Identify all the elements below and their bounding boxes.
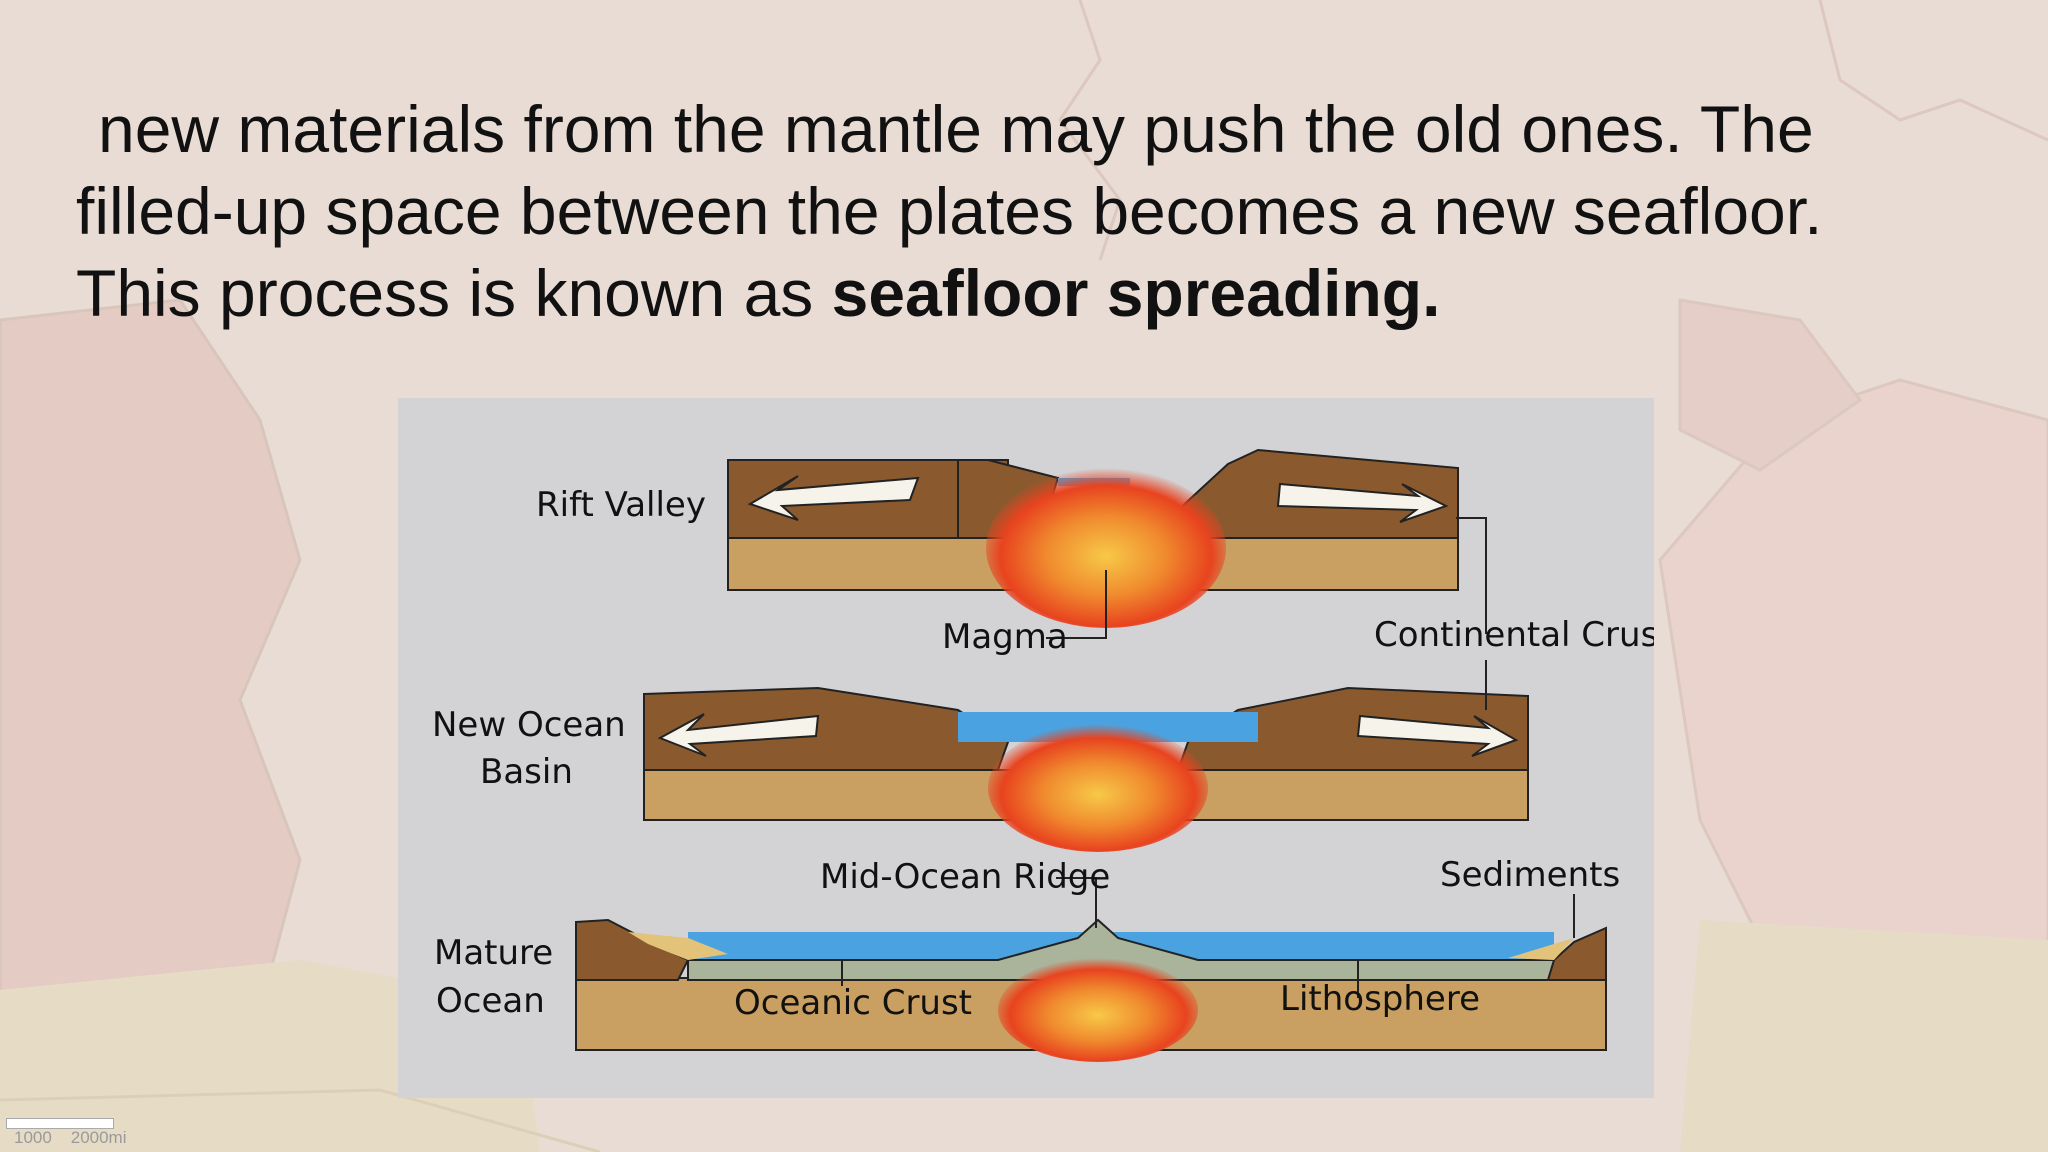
intro-text: new materials from the mantle may push t… (76, 88, 1976, 334)
rift-valley-arrow-right (1276, 482, 1449, 523)
label-rift-valley: Rift Valley (536, 485, 706, 525)
mature-ocean-section (575, 918, 1607, 1062)
map-scale-text: 1000 2000mi (14, 1128, 127, 1148)
intro-line-3-prefix: This process is known as (76, 256, 832, 330)
new-ocean-basin-section (643, 686, 1529, 852)
new-ocean-arrow-left (657, 713, 820, 757)
mature-ocean-sediment-right (1508, 938, 1574, 960)
label-oceanic-crust: Oceanic Crust (734, 983, 972, 1023)
label-lithosphere: Lithosphere (1280, 979, 1480, 1019)
leader-lines (841, 517, 1575, 998)
magma-leader (1046, 570, 1107, 639)
map-scale-1000: 1000 (14, 1128, 52, 1147)
new-ocean-arrow-right (1356, 714, 1519, 757)
intro-line-2: filled-up space between the plates becom… (76, 174, 1823, 248)
mature-ocean-sediment-left (628, 932, 728, 960)
rift-valley-section (727, 448, 1459, 628)
intro-line-1: new materials from the mantle may push t… (98, 92, 1814, 166)
label-mature-1: Mature (434, 933, 553, 973)
rift-valley-arrow-left (747, 475, 920, 521)
map-scale-bar (6, 1118, 114, 1129)
label-magma: Magma (942, 617, 1068, 657)
map-scale-2000: 2000mi (70, 1128, 127, 1147)
label-new-ocean-1: New Ocean (432, 705, 626, 745)
label-mid-ocean-ridge: Mid-Ocean Ridge (820, 857, 1110, 897)
label-sediments: Sediments (1440, 855, 1620, 895)
rift-valley-magma (986, 468, 1226, 628)
seafloor-spreading-diagram: Rift Valley Magma Continental Crust New … (398, 398, 1654, 1098)
new-ocean-magma (988, 724, 1208, 852)
mid-ocean-ridge-leader (1056, 877, 1097, 928)
label-mature-2: Ocean (436, 981, 545, 1021)
mature-ocean-continent-right (1546, 926, 1607, 981)
label-new-ocean-2: Basin (480, 752, 573, 792)
continental-crust-leader (1456, 517, 1487, 634)
map-scale: 1000 2000mi (0, 1118, 200, 1152)
intro-line-3: This process is known as seafloor spread… (76, 252, 1976, 334)
seafloor-spreading-term: seafloor spreading. (831, 256, 1441, 330)
mature-ocean-magma (998, 958, 1198, 1062)
label-continental-crust: Continental Crust (1374, 615, 1654, 655)
